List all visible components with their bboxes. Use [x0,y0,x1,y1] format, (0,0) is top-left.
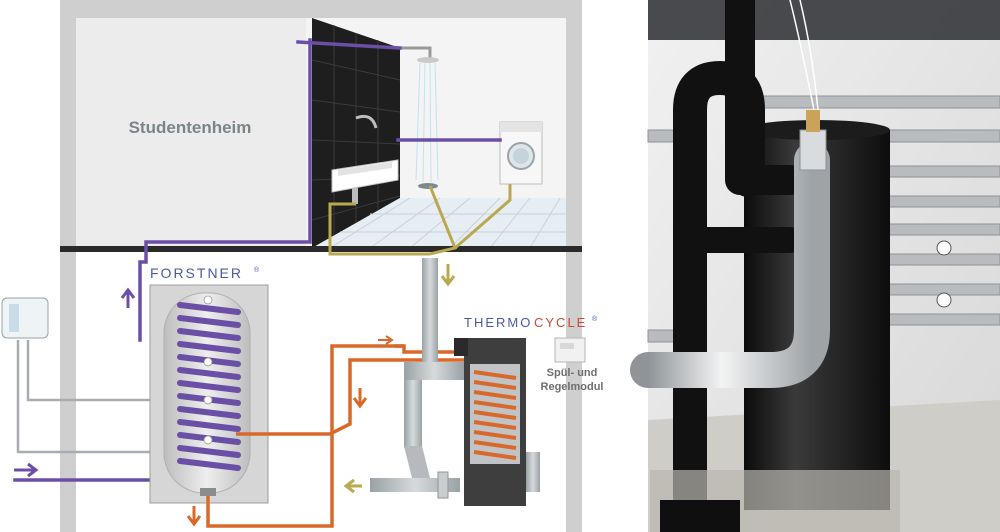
gauge-icon [936,240,952,308]
forstner-label: FORSTNER [150,265,243,281]
shower-icon [400,46,439,189]
control-panel-icon [554,337,586,363]
floor-slab [60,246,582,252]
dorm-room [76,18,306,248]
flow-arrow-icon [14,264,456,527]
floor-grid [329,197,566,249]
schematic: FORSTNER ® Studentenheim [1,0,604,532]
drain-pipe-system [370,258,464,499]
module-label-line2: Regelmodul [541,381,604,393]
module-label-line1: Spül- und [547,367,598,379]
forstner-tank [149,284,269,504]
bathroom-floor [312,198,566,248]
photo-insulated-pipe [630,142,830,388]
thermocycle-registered: ® [592,315,598,323]
washing-machine-icon [499,121,543,185]
photo-black-pipes [673,0,805,532]
washbasin-icon [331,114,399,204]
thermocycle-label-a: THERMO [464,315,532,330]
forstner-registered: ® [254,266,260,274]
installation-photo [630,0,1000,532]
thermocycle-unit [454,338,540,506]
thermocycle-label-b: CYCLE [534,315,587,330]
waste-water-lines [328,184,512,256]
thermocycle-coil [473,370,517,460]
building-label: Studentenheim [129,118,252,137]
fixture-icon [1,297,49,339]
return-lines [16,340,210,454]
